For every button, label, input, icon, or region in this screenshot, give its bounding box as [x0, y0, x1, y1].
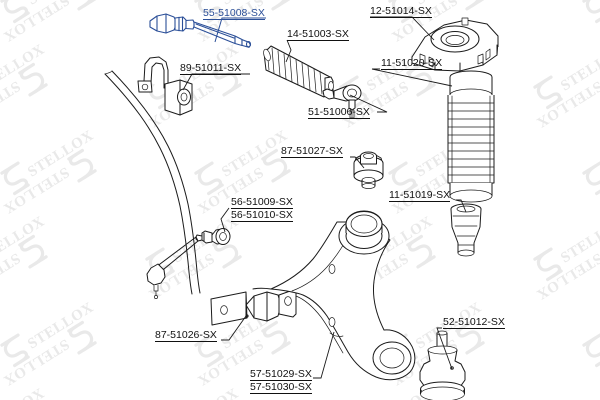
- part-stabilizer-bar: [104, 70, 201, 295]
- part-label-stabilizer-link-b[interactable]: 56-51010-SX: [231, 209, 293, 222]
- part-inner-tie-rod: [149, 13, 252, 48]
- leader-11-51020-SX: [371, 68, 453, 87]
- leader-55-51008-SX: [214, 17, 266, 43]
- part-strut-mount: [411, 17, 499, 72]
- leader-14-51003-SX: [285, 39, 292, 63]
- part-label-stabilizer-bushing[interactable]: 89-51011-SX: [180, 62, 242, 75]
- part-label-stabilizer-link-a[interactable]: 56-51009-SX: [231, 196, 293, 209]
- part-ball-joint: [419, 330, 466, 400]
- part-label-control-arm-right[interactable]: 57-51030-SX: [250, 381, 312, 394]
- leader-11-51019-SX: [456, 199, 467, 213]
- leader-52-51012-SX: [436, 327, 453, 370]
- part-label-bump-stop[interactable]: 11-51019-SX: [389, 189, 451, 202]
- leader-51-51006-SX: [349, 94, 388, 113]
- part-label-steering-boot[interactable]: 14-51003-SX: [287, 28, 349, 41]
- part-stabilizer-link: [146, 228, 231, 299]
- part-stabilizer-bushing: [164, 79, 193, 116]
- leader-56-51009-SX: [220, 207, 230, 233]
- part-label-tie-rod-end[interactable]: 51-51006-SX: [308, 106, 370, 119]
- part-tie-rod-end: [322, 84, 362, 119]
- leader-87-51027-SX: [350, 156, 365, 169]
- part-dust-cover: [447, 70, 495, 203]
- part-label-tie-rod-axle-joint[interactable]: 55-51008-SX: [203, 7, 265, 20]
- leader-57-51029-SX: [313, 331, 335, 379]
- part-label-dust-cover[interactable]: 11-51020-SX: [381, 57, 443, 70]
- leader-87-51026-SX: [221, 315, 247, 341]
- part-front-control-arm: [252, 210, 416, 381]
- part-label-control-arm-left[interactable]: 57-51029-SX: [250, 368, 312, 381]
- part-stabilizer-bracket: [137, 56, 169, 93]
- part-bump-stop: [450, 203, 482, 257]
- part-label-strut-mount[interactable]: 12-51014-SX: [370, 5, 432, 18]
- part-label-arm-bushing-front[interactable]: 87-51027-SX: [281, 145, 343, 158]
- part-label-ball-joint[interactable]: 52-51012-SX: [443, 316, 505, 329]
- part-label-arm-bushing-rear[interactable]: 87-51026-SX: [155, 329, 217, 342]
- part-arm-bushing-front: [353, 151, 384, 189]
